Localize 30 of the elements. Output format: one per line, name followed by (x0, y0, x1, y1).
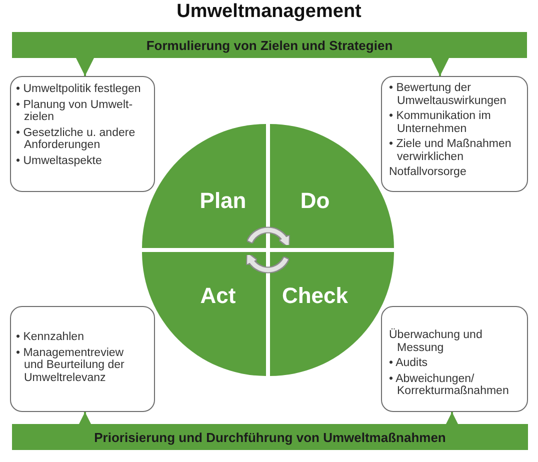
list-item: • Umweltaspekte (16, 154, 103, 167)
phase-label: Act (200, 283, 236, 309)
phase-label: Plan (200, 188, 246, 214)
list-item: • Kennzahlen (16, 331, 85, 344)
list-item: Notfallvorsorge (389, 166, 466, 178)
arrow (247, 253, 288, 272)
list-item: • Bewertung der Umweltauswirkungen (389, 82, 508, 107)
list-item: Überwachung und Messung (389, 329, 484, 354)
banner (12, 424, 528, 450)
text-box (10, 76, 155, 192)
list-item: • Umweltpolitik festlegen (16, 83, 141, 96)
text-box (381, 76, 528, 192)
list-item: • Planung von Umwelt- zielen (16, 98, 134, 124)
diagram-title: Umweltmanagement (176, 1, 362, 23)
text-box (381, 306, 528, 412)
banner-text: Formulierung von Zielen und Strategien (146, 38, 393, 52)
list-item: • Ziele und Maßnahmen verwirklichen (389, 138, 512, 163)
list-item: • Abweichungen/ Korrekturmaßnahmen (389, 372, 510, 398)
phase-label: Check (282, 283, 348, 309)
list-item: • Managementreview und Beurteilung der Umweltrelevanz (16, 346, 126, 384)
arrow (75, 56, 95, 76)
list-item: • Gesetzliche u. andere Anforderungen (16, 126, 136, 152)
text-box (10, 306, 155, 412)
banner (12, 32, 527, 58)
phase-label: Do (300, 188, 330, 214)
arrow (430, 56, 450, 76)
arrow (248, 228, 289, 247)
banner-text: Priorisierung und Durchführung von Umweltmaßnahmen (94, 430, 446, 444)
list-item: • Audits (389, 357, 429, 370)
list-item: • Kommunikation im Unternehmen (389, 110, 492, 135)
